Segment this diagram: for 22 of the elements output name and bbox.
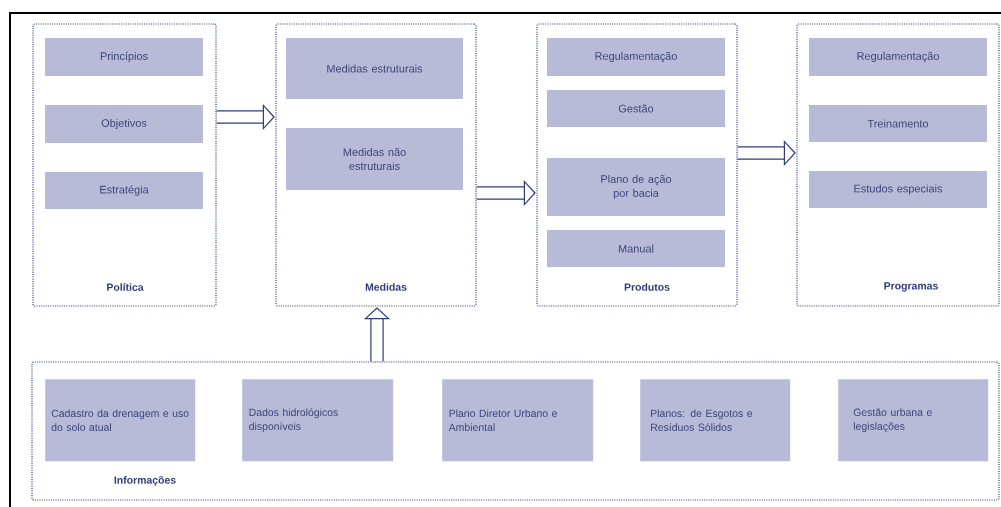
- item-box: Cadastro da drenagem e uso do solo atual: [45, 379, 196, 462]
- item-box: Gestão: [547, 90, 725, 127]
- item-box: Dados hidrológicos disponíveis: [242, 379, 394, 462]
- item-box: Plano de ação por bacia: [547, 158, 725, 216]
- group-title: Medidas: [365, 283, 407, 291]
- item-box: Medidas não estruturais: [286, 128, 463, 190]
- group-title: Produtos: [624, 283, 670, 291]
- item-box: Treinamento: [809, 105, 987, 142]
- item-box: Objetivos: [45, 105, 203, 143]
- item-box: Gestão urbana e legislações: [838, 379, 989, 462]
- item-box: Plano Diretor Urbano e Ambiental: [442, 379, 594, 462]
- group-title: Programas: [884, 282, 938, 292]
- item-box: Manual: [547, 230, 725, 267]
- item-box: Planos: de Esgotos e Resíduos Sólidos: [640, 379, 791, 462]
- item-box: Estudos especiais: [809, 171, 987, 208]
- item-box: Estratégia: [45, 172, 203, 209]
- group-title: Política: [107, 283, 144, 291]
- item-box: Princípios: [45, 38, 203, 76]
- item-box: Regulamentação: [547, 38, 725, 76]
- item-box: Medidas estruturais: [286, 38, 463, 99]
- group-title: Informações: [114, 476, 176, 486]
- item-box: Regulamentação: [809, 38, 987, 76]
